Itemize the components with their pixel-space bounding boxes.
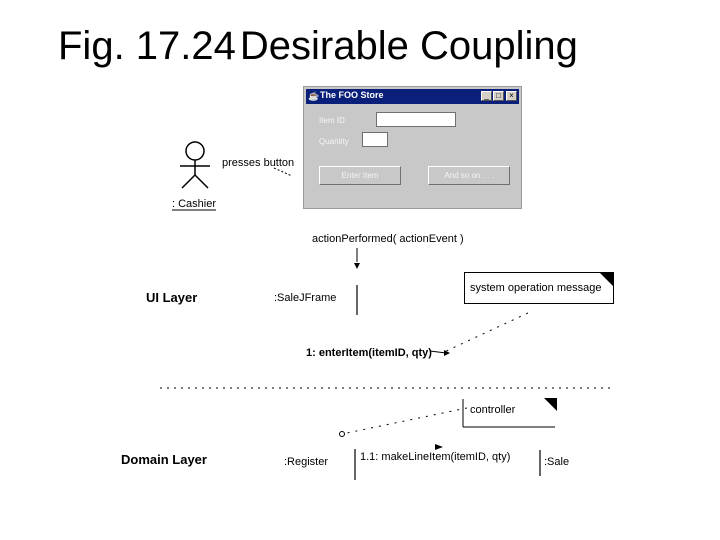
close-icon[interactable]: ×: [506, 91, 517, 101]
controller-connector: [341, 407, 468, 435]
domain-layer-label: Domain Layer: [121, 452, 207, 467]
system-note-connector: [443, 312, 529, 353]
event-arrowhead: [354, 263, 360, 269]
ui-layer-label: UI Layer: [146, 290, 198, 305]
message1-arrowhead: [444, 350, 450, 356]
quantity-field[interactable]: [362, 132, 388, 147]
system-operation-note-text: system operation message: [470, 282, 602, 294]
message1-number: 1: enterItem(itemID, qty): [306, 347, 432, 359]
cashier-actor-icon: [180, 141, 210, 189]
note-fold-corner: [600, 273, 613, 286]
quantity-label: Quantity: [319, 137, 349, 146]
maximize-icon[interactable]: □: [493, 91, 504, 101]
controller-label: controller: [470, 404, 516, 416]
java-app-icon: ☕: [308, 91, 320, 101]
message1-label: 1: enterItem(itemID, qty): [306, 347, 432, 359]
controller-connector-end: [339, 431, 345, 437]
cashier-label: : Cashier: [172, 198, 217, 210]
register-label: :Register: [284, 456, 329, 468]
title-number: Fig. 17.24: [58, 24, 236, 68]
and-so-on-button[interactable]: And so on . . .: [428, 166, 510, 185]
system-operation-note: [464, 272, 614, 304]
minimize-icon[interactable]: _: [481, 91, 492, 101]
action-performed-label: actionPerformed( actionEvent ): [312, 233, 464, 245]
message11-label: 1.1: makeLineItem(itemID, qty): [360, 451, 511, 463]
foo-store-window: ☕ The FOO Store _ □ × Item ID Quantity E…: [303, 86, 522, 209]
window-title: The FOO Store: [320, 90, 384, 100]
message1-arrow-line: [429, 350, 447, 354]
controller-fold-corner: [544, 398, 557, 411]
item-id-label: Item ID: [319, 116, 345, 125]
window-titlebar: ☕ The FOO Store _ □ ×: [306, 89, 519, 104]
salejframe-label: :SaleJFrame: [274, 292, 337, 304]
item-id-field[interactable]: [376, 112, 456, 127]
sale-label: :Sale: [544, 456, 570, 468]
presses-dash: [273, 167, 293, 177]
presses-button-label: presses button: [222, 157, 295, 169]
title-text: Desirable Coupling: [239, 24, 578, 68]
message11-arrowhead: [435, 444, 443, 450]
enter-item-button[interactable]: Enter Item: [319, 166, 401, 185]
